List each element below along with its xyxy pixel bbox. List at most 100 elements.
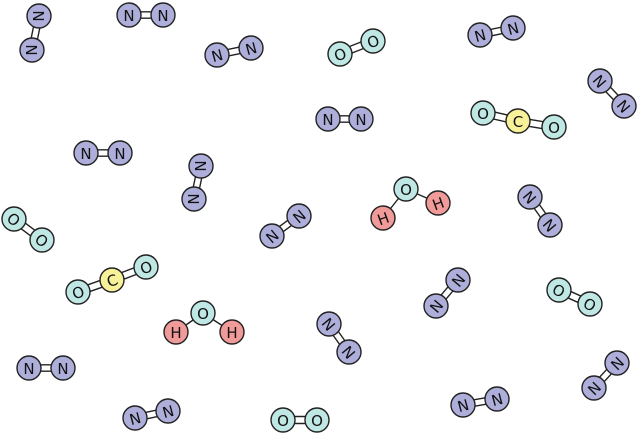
atom-n [316, 311, 342, 337]
atom-label: N [322, 111, 333, 129]
atom-label: N [244, 39, 260, 59]
atom-h [370, 205, 396, 231]
atom-n [348, 106, 374, 132]
molecule-n2: NN [259, 203, 312, 249]
atom-label: N [490, 390, 506, 410]
atom-n [188, 153, 214, 179]
molecule-o2: OO [1, 206, 55, 253]
atom-n [50, 355, 76, 381]
atom-label: N [184, 193, 202, 204]
atom-label: O [332, 44, 349, 65]
atom-label: N [210, 46, 226, 66]
atom-label: H [170, 324, 181, 342]
atom-label: N [157, 7, 168, 25]
atom-label: N [80, 145, 91, 163]
atom-label: O [477, 105, 489, 123]
atom-n [484, 386, 510, 412]
atom-n [150, 2, 176, 28]
atom-label: O [197, 305, 209, 323]
atom-o [577, 291, 603, 317]
atom-o [29, 227, 55, 253]
atom-n [122, 405, 148, 431]
atom-n [587, 68, 613, 94]
atom-n [73, 140, 99, 166]
atom-label: O [70, 282, 87, 303]
atom-n [259, 223, 285, 249]
atom-o [304, 407, 330, 433]
atom-n [450, 392, 476, 418]
atom-label: O [365, 31, 382, 52]
atom-o [1, 206, 27, 232]
molecule-h2o: OHH [370, 176, 451, 231]
atom-n [581, 375, 607, 401]
molecule-n2: NN [423, 267, 471, 319]
atom-n [155, 398, 181, 424]
molecule-n2: NN [181, 153, 214, 212]
atom-label: N [355, 111, 366, 129]
atom-o [546, 277, 572, 303]
atom-h [219, 319, 245, 345]
atom-label: N [473, 26, 489, 46]
atom-n [204, 42, 230, 68]
molecule-o2: OO [327, 28, 386, 67]
atom-n [116, 2, 142, 28]
atom-label: O [548, 119, 560, 137]
atom-n [286, 203, 312, 229]
atom-c [99, 267, 125, 293]
atom-o [65, 279, 91, 305]
atom-n [517, 184, 543, 210]
atom-label: N [57, 360, 68, 378]
atom-n [238, 35, 264, 61]
molecule-co2: OCO [65, 254, 159, 305]
atom-n [423, 293, 449, 319]
atom-o [393, 176, 419, 202]
atom-label: N [191, 160, 209, 171]
molecule-n2: NN [517, 184, 563, 238]
atom-label: O [277, 412, 289, 430]
atom-n [467, 22, 493, 48]
atom-label: O [138, 257, 155, 278]
atom-label: N [123, 7, 134, 25]
atom-label: N [161, 402, 177, 422]
atom-n [611, 93, 637, 119]
atom-c [505, 108, 531, 134]
molecule-n2: NN [19, 3, 52, 63]
atom-label: N [456, 396, 472, 416]
molecule-n2: NN [581, 350, 630, 401]
atom-o [133, 254, 159, 280]
atom-h [425, 190, 451, 216]
atom-n [445, 267, 471, 293]
atom-label: C [513, 113, 523, 131]
atom-o [470, 100, 496, 126]
atom-label: N [128, 409, 144, 429]
atom-o [360, 28, 386, 54]
atom-h [163, 319, 189, 345]
atom-n [16, 355, 42, 381]
molecule-n2: NN [316, 311, 362, 365]
atom-o [270, 407, 296, 433]
atom-n [500, 15, 526, 41]
atom-label: O [311, 412, 323, 430]
molecule-o2: OO [546, 277, 603, 317]
atom-n [537, 212, 563, 238]
atom-label: N [506, 19, 522, 39]
atom-label: N [23, 360, 34, 378]
atom-o [327, 41, 353, 67]
atom-label: N [22, 44, 40, 55]
atom-o [541, 114, 567, 140]
atom-o [190, 300, 216, 326]
molecule-n2: NN [587, 68, 637, 119]
atom-n [19, 37, 45, 63]
atom-n [336, 339, 362, 365]
atom-n [604, 350, 630, 376]
